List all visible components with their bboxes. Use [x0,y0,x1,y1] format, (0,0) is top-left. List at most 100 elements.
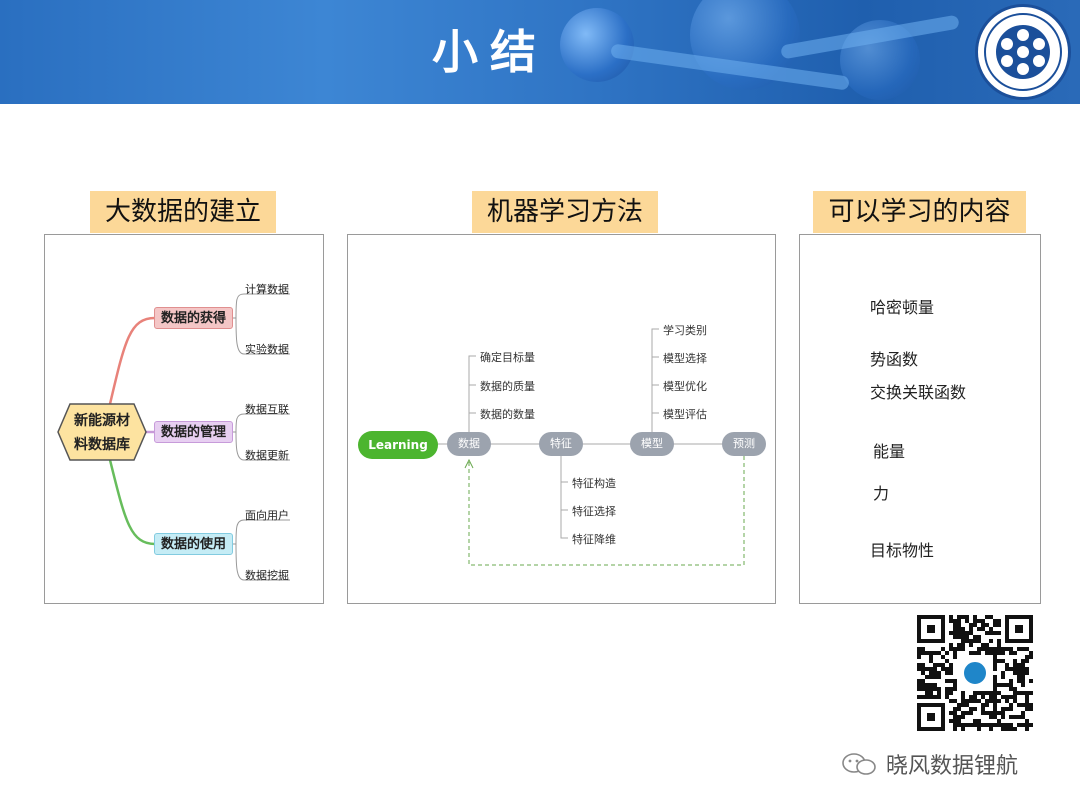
qr-module [945,695,949,699]
qr-module [1025,655,1029,659]
qr-module [1005,695,1009,699]
wechat-icon [842,753,876,775]
ml-panel [347,234,776,604]
qr-module [953,711,957,715]
qr-module [1025,699,1029,703]
qr-module [989,727,993,731]
qr-module [961,723,965,727]
qr-module [1013,691,1017,695]
data-item-quality: 数据的质量 [480,380,535,393]
qr-module [1017,647,1021,651]
qr-center-logo-icon [962,660,988,686]
logo-emblem [996,25,1050,79]
qr-module [1025,671,1029,675]
qr-module [965,711,969,715]
qr-finder [917,703,945,731]
qr-module [933,663,937,667]
qr-module [989,647,993,651]
qr-module [973,699,977,703]
qr-module [1013,699,1017,703]
qr-module [1021,691,1025,695]
leaf-experimental-data: 实验数据 [245,343,289,356]
qr-module [1029,655,1033,659]
qr-module [977,647,981,651]
qr-module [993,663,997,667]
qr-module [949,667,953,671]
qr-module [989,651,993,655]
qr-module [973,635,977,639]
qr-module [981,619,985,623]
learning-pill: Learning [358,431,438,459]
qr-module [997,639,1001,643]
qr-module [977,619,981,623]
qr-module [1013,695,1017,699]
qr-module [929,687,933,691]
qr-module [949,671,953,675]
qr-module [997,619,1001,623]
qr-module [1025,703,1029,707]
qr-module [989,699,993,703]
qr-module [989,631,993,635]
qr-module [1017,667,1021,671]
qr-module [1021,715,1025,719]
qr-module [1013,687,1017,691]
qr-module [1009,687,1013,691]
qr-module [1009,647,1013,651]
qr-module [953,631,957,635]
qr-module [957,703,961,707]
qr-module [1009,723,1013,727]
qr-module [953,683,957,687]
feature-item-construct: 特征构造 [572,477,616,490]
qr-module [977,627,981,631]
qr-module [993,687,997,691]
qr-module [1021,659,1025,663]
qr-module [977,723,981,727]
qr-module [969,699,973,703]
branch-data-usage: 数据的使用 [154,533,234,555]
logo-dot [1017,46,1029,58]
leaf-data-interconnect: 数据互联 [245,403,289,416]
qr-module [973,619,977,623]
qr-module [969,631,973,635]
qr-module [929,671,933,675]
qr-module [1025,723,1029,727]
qr-module [925,687,929,691]
mindmap-center-node: 新能源材 料数据库 [59,406,145,462]
qr-module [953,647,957,651]
qr-module [1001,707,1005,711]
qr-module [925,651,929,655]
qr-module [989,715,993,719]
qr-module [977,635,981,639]
model-item-category: 学习类别 [663,324,707,337]
qr-module [993,715,997,719]
section-title-ml: 机器学习方法 [472,191,658,233]
qr-module [1013,651,1017,655]
qr-module [985,651,989,655]
leaf-data-update: 数据更新 [245,449,289,462]
qr-module [985,703,989,707]
qr-module [921,667,925,671]
qr-module [941,663,945,667]
qr-module [961,727,965,731]
qr-module [1001,715,1005,719]
qr-module [961,703,965,707]
qr-module [1017,679,1021,683]
model-item-select: 模型选择 [663,352,707,365]
qr-module [1029,703,1033,707]
qr-module [953,679,957,683]
qr-module [1009,679,1013,683]
qr-module [957,627,961,631]
qr-module [917,695,921,699]
qr-module [929,659,933,663]
center-label-line1: 新能源材 [74,413,130,429]
qr-module [989,691,993,695]
qr-module [1021,679,1025,683]
qr-module [1021,683,1025,687]
qr-module [933,675,937,679]
qr-module [949,631,953,635]
qr-module [969,695,973,699]
qr-module [993,651,997,655]
qr-module [937,687,941,691]
qr-module [917,655,921,659]
qr-module [989,627,993,631]
